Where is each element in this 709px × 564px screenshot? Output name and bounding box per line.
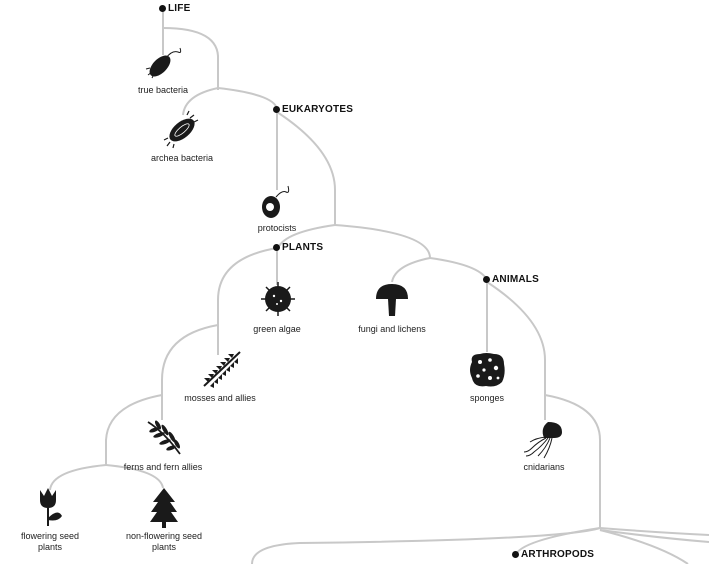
jellyfish-icon xyxy=(522,418,566,460)
fern-icon xyxy=(144,418,184,458)
bacteria-icon xyxy=(142,42,186,80)
clade-arthropods-label: ARTHROPODS xyxy=(521,549,595,560)
node-dot xyxy=(273,243,280,251)
node-dot xyxy=(512,550,519,558)
clade-plants-label: PLANTS xyxy=(282,242,324,253)
node-dot xyxy=(159,4,166,12)
flower-icon xyxy=(36,486,66,528)
clade-eukaryotes-label: EUKARYOTES xyxy=(282,104,354,115)
branch-animals-deeper xyxy=(544,394,601,528)
clade-life-label: LIFE xyxy=(168,3,191,14)
leaf-mosses: mosses and allies xyxy=(184,393,256,403)
clade-arthropods: ARTHROPODS xyxy=(512,549,594,560)
branch-to-ferns-seed xyxy=(105,394,163,465)
branch-to-flowering xyxy=(49,464,107,491)
clade-animals: ANIMALS xyxy=(483,274,539,285)
branch-to-fungi xyxy=(391,257,431,283)
leaf-fungi-lichens: fungi and lichens xyxy=(358,324,426,334)
clade-eukaryotes: EUKARYOTES xyxy=(273,104,353,115)
branch-to-right-2 xyxy=(599,529,709,543)
branch-to-nonflowering xyxy=(105,464,164,489)
leaf-archea-bacteria: archea bacteria xyxy=(150,153,214,163)
conifer-tree-icon xyxy=(149,486,179,528)
moss-icon xyxy=(200,348,244,390)
leaf-non-flowering-seed-plants: non-flowering seed plants xyxy=(125,531,203,552)
branch-to-animals xyxy=(429,257,488,281)
protoctist-icon xyxy=(258,180,294,220)
leaf-true-bacteria: true bacteria xyxy=(137,85,189,95)
clade-animals-label: ANIMALS xyxy=(492,274,539,285)
sponge-icon xyxy=(466,350,508,390)
branch-to-right-3 xyxy=(599,529,689,564)
archea-bacteria-icon xyxy=(160,110,204,150)
branch-split-to-archea xyxy=(182,87,219,116)
mushroom-icon xyxy=(374,282,410,318)
leaf-sponges: sponges xyxy=(469,393,505,403)
leaf-flowering-seed-plants: flowering seed plants xyxy=(20,531,80,552)
branch-eukaryotes-down xyxy=(276,111,336,225)
clade-life: LIFE xyxy=(159,3,190,14)
branch-to-plants xyxy=(277,224,336,249)
leaf-cnidarians: cnidarians xyxy=(523,462,565,472)
node-dot xyxy=(273,105,280,113)
clade-plants: PLANTS xyxy=(273,242,323,253)
branch-to-right-1 xyxy=(599,527,709,536)
branch-life-to-split xyxy=(162,27,220,90)
leaf-ferns: ferns and fern allies xyxy=(123,462,203,472)
branch-to-fungi-animals xyxy=(334,224,431,259)
branch-to-lower-plants xyxy=(161,324,219,395)
leaf-green-algae: green algae xyxy=(253,324,301,334)
node-dot xyxy=(483,275,490,283)
branch-split-to-eukaryotes xyxy=(217,87,279,113)
leaf-protoctists: protocists xyxy=(257,223,297,233)
branch-plants-down xyxy=(217,247,278,325)
green-algae-icon xyxy=(259,280,297,318)
branch-animals-down xyxy=(486,281,546,395)
